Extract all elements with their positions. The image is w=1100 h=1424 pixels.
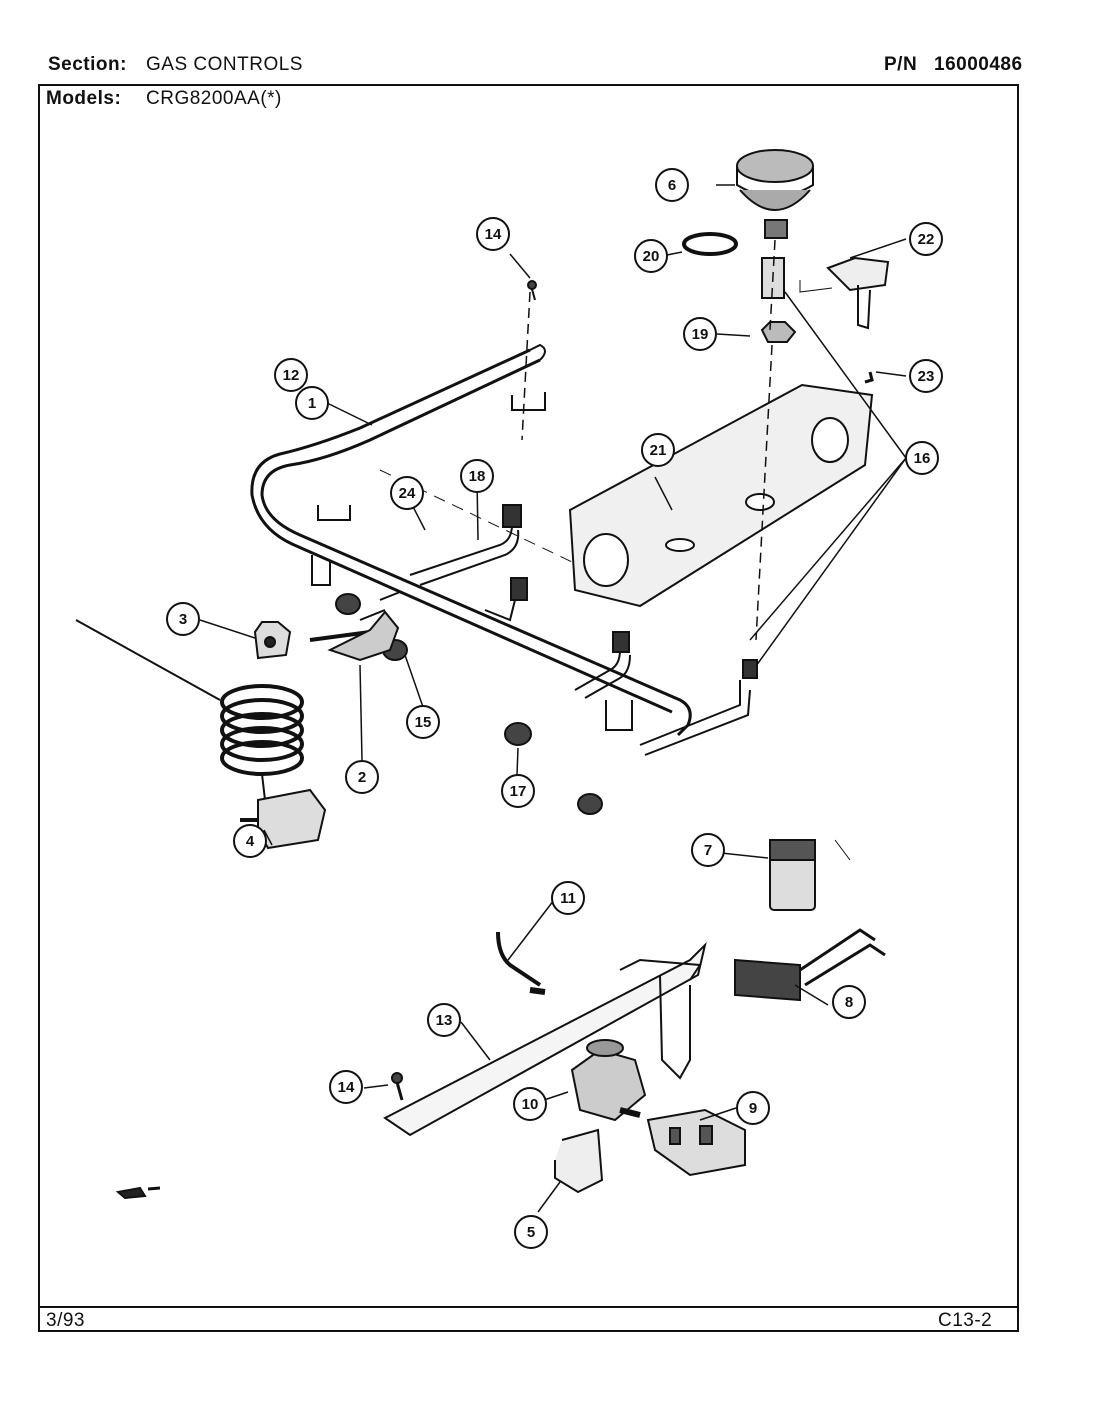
callout-20 bbox=[634, 239, 668, 273]
callout-16 bbox=[905, 441, 939, 475]
callout-21-label: 21 bbox=[650, 442, 667, 459]
callout-9 bbox=[736, 1091, 770, 1125]
callout-8-label: 8 bbox=[845, 994, 853, 1011]
callout-3-label: 3 bbox=[179, 611, 187, 628]
callout-12 bbox=[274, 358, 308, 392]
burner-top-parts bbox=[568, 149, 890, 608]
callout-6 bbox=[655, 168, 689, 202]
callout-5-label: 5 bbox=[527, 1224, 535, 1241]
dash-guides bbox=[521, 239, 776, 641]
callout-14-top bbox=[476, 217, 510, 251]
callout-2-label: 2 bbox=[358, 769, 366, 786]
fittings bbox=[335, 504, 758, 815]
callout-3 bbox=[166, 602, 200, 636]
callout-15-label: 15 bbox=[415, 714, 432, 731]
callout-4 bbox=[233, 824, 267, 858]
callout-23 bbox=[909, 359, 943, 393]
footer-rule bbox=[38, 1306, 1019, 1308]
callout-20-label: 20 bbox=[643, 248, 660, 265]
callout-14-bottom bbox=[329, 1070, 363, 1104]
thermostat-with-capillary bbox=[75, 619, 327, 850]
callout-14b-label: 14 bbox=[338, 1079, 355, 1096]
callout-6-label: 6 bbox=[668, 177, 676, 194]
callout-1 bbox=[295, 386, 329, 420]
callout-5 bbox=[514, 1215, 548, 1249]
ignition-parts bbox=[734, 839, 886, 1002]
callout-10 bbox=[513, 1087, 547, 1121]
footer-date: 3/93 bbox=[46, 1310, 85, 1331]
callout-14-label: 14 bbox=[485, 226, 502, 243]
lower-assembly bbox=[115, 280, 746, 1200]
callout-bubbles bbox=[166, 168, 943, 1249]
callout-17-label: 17 bbox=[510, 783, 527, 800]
callout-13-label: 13 bbox=[436, 1012, 453, 1029]
callout-7 bbox=[691, 833, 725, 867]
callout-11-label: 11 bbox=[560, 890, 576, 907]
diagram-frame bbox=[38, 84, 1019, 1332]
callout-15 bbox=[406, 705, 440, 739]
callout-23-label: 23 bbox=[918, 368, 935, 385]
callout-8 bbox=[832, 985, 866, 1019]
valve-bracket bbox=[253, 610, 400, 662]
callout-19 bbox=[683, 317, 717, 351]
models-label: Models: bbox=[46, 88, 122, 109]
callout-24-label: 24 bbox=[399, 485, 416, 502]
section-label: Section: bbox=[48, 54, 127, 75]
section-title: GAS CONTROLS bbox=[146, 54, 303, 75]
part-number-label: P/N bbox=[884, 54, 918, 75]
callout-2 bbox=[345, 760, 379, 794]
callout-18 bbox=[460, 459, 494, 493]
callout-1-label: 1 bbox=[308, 395, 316, 412]
part-number: 16000486 bbox=[934, 54, 1023, 75]
callout-22 bbox=[909, 222, 943, 256]
leader-lines bbox=[199, 184, 907, 1213]
footer-page-id: C13-2 bbox=[938, 1310, 993, 1331]
callout-11 bbox=[551, 881, 585, 915]
callout-12-label: 12 bbox=[283, 367, 300, 384]
manifold-pipe bbox=[250, 343, 692, 737]
callout-22-label: 22 bbox=[918, 231, 935, 248]
callout-13 bbox=[427, 1003, 461, 1037]
callout-21 bbox=[641, 433, 675, 467]
callout-7-label: 7 bbox=[704, 842, 712, 859]
models-value: CRG8200AA(*) bbox=[146, 88, 282, 109]
callout-24 bbox=[390, 476, 424, 510]
callout-4-label: 4 bbox=[246, 833, 255, 850]
callout-18-label: 18 bbox=[469, 468, 486, 485]
callout-9-label: 9 bbox=[749, 1100, 757, 1117]
callout-17 bbox=[501, 774, 535, 808]
callout-16-label: 16 bbox=[914, 450, 931, 467]
callout-10-label: 10 bbox=[522, 1096, 539, 1113]
callout-19-label: 19 bbox=[692, 326, 709, 343]
callout-numbers: 6 14 20 22 19 23 12 1 21 16 18 24 3 15 2… bbox=[179, 177, 935, 1241]
